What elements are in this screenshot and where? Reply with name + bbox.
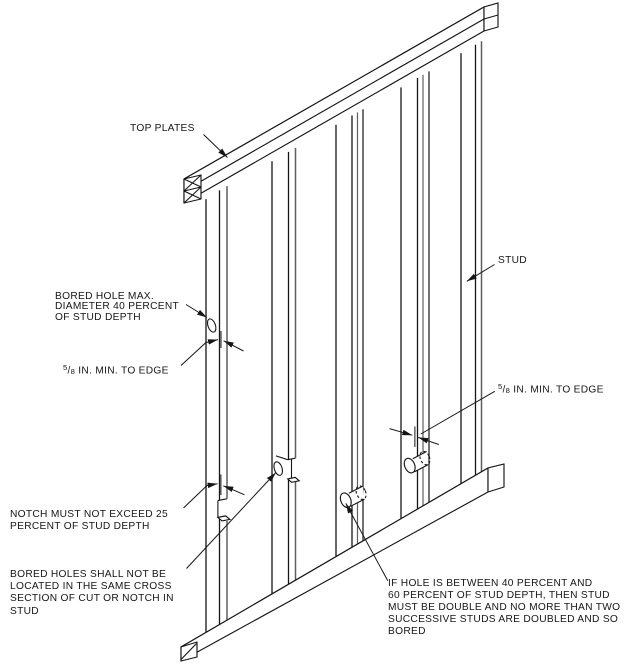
- label-bored-hole-max: BORED HOLE MAX. DIAMETER 40 PERCENT OF S…: [55, 290, 180, 325]
- stud-features: [206, 318, 431, 522]
- leader-bored-hole-max: [185, 304, 208, 318]
- bottom-plate: [180, 463, 505, 662]
- fraction-numerator: 5: [63, 363, 68, 372]
- label-edge-min-right-text: IN. MIN. TO EDGE: [510, 384, 604, 396]
- dimension-notch-stud-1: [183, 474, 245, 509]
- label-edge-min-left: 5/8 IN. MIN. TO EDGE: [63, 362, 169, 378]
- label-top-plates-text: TOP PLATES: [130, 122, 195, 134]
- leader-hole-40-60: [345, 503, 389, 582]
- stud-1: [205, 186, 228, 637]
- fraction-slash: /: [67, 365, 71, 377]
- stud-3-doubled: [335, 109, 364, 562]
- label-line: STUD: [10, 605, 39, 617]
- fraction-slash: /: [502, 384, 506, 396]
- label-line: MUST BE DOUBLE AND NO MORE THAN TWO: [388, 601, 621, 613]
- bored-hole-cylinder-stud-4: [403, 450, 431, 474]
- leader-stud: [466, 264, 495, 282]
- dimension-edge-stud-4: [389, 390, 496, 447]
- label-edge-min-left-text: IN. MIN. TO EDGE: [75, 365, 169, 377]
- label-hole-40-60: IF HOLE IS BETWEEN 40 PERCENT AND 60 PER…: [388, 578, 620, 639]
- label-stud-text: STUD: [498, 255, 527, 266]
- label-line: LOCATED IN THE SAME CROSS: [10, 581, 172, 593]
- bottom-plate-right-end: [487, 463, 505, 493]
- label-notch-limit: NOTCH MUST NOT EXCEED 25 PERCENT OF STUD…: [10, 509, 168, 533]
- leaders: [180, 134, 496, 582]
- fraction-numerator: 5: [498, 382, 503, 391]
- label-line: OF STUD DEPTH: [55, 312, 141, 324]
- fraction-denominator: 8: [505, 386, 511, 395]
- label-line: SECTION OF CUT OR NOTCH IN: [10, 593, 174, 605]
- bored-hole-stud-2: [273, 461, 284, 476]
- bored-hole-cylinder-stud-3: [339, 485, 367, 509]
- label-line: BORED HOLES SHALL NOT BE: [10, 569, 167, 580]
- label-line: SUCCESSIVE STUDS ARE DOUBLED AND SO: [388, 614, 619, 626]
- stud-5: [460, 41, 483, 489]
- dimension-edge-stud-1: [180, 331, 244, 366]
- hole-and-notch-stud-2: [273, 455, 301, 483]
- notch-stud-1: [216, 498, 232, 522]
- leader-bored-hole-location: [186, 472, 277, 569]
- label-line: 60 PERCENT OF STUD DEPTH, THEN STUD: [388, 589, 610, 601]
- label-line: NOTCH MUST NOT EXCEED 25: [10, 509, 168, 520]
- label-line: BORED HOLE MAX.: [55, 290, 155, 302]
- fraction-denominator: 8: [70, 367, 76, 376]
- top-plate-left-end: [183, 174, 202, 204]
- bored-hole-stud-1: [206, 318, 217, 333]
- leader-top-plates: [203, 134, 228, 158]
- top-plates: [183, 2, 499, 204]
- bottom-plate-left-end: [180, 641, 198, 662]
- label-line: IF HOLE IS BETWEEN 40 PERCENT AND: [388, 577, 593, 589]
- label-line: DIAMETER 40 PERCENT: [55, 301, 180, 313]
- label-line: BORED: [388, 626, 426, 638]
- label-top-plates: TOP PLATES: [130, 123, 195, 135]
- studs: [205, 41, 483, 637]
- label-stud: STUD: [498, 255, 527, 267]
- label-edge-min-right: 5/8 IN. MIN. TO EDGE: [498, 381, 604, 397]
- label-line: PERCENT OF STUD DEPTH: [10, 521, 150, 533]
- stud-2: [271, 147, 297, 599]
- label-bored-hole-location: BORED HOLES SHALL NOT BE LOCATED IN THE …: [10, 569, 174, 618]
